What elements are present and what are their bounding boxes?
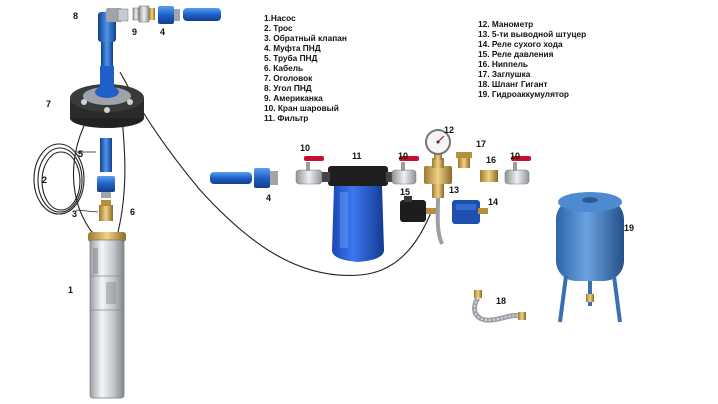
callout-2: 2 [42,175,48,185]
pressure-gauge [425,129,451,160]
legend-item: 11. Фильтр [264,113,309,123]
callout-18: 18 [496,296,507,306]
well-head [70,66,144,128]
legend-item: 10. Кран шаровый [264,103,339,113]
callout-15: 15 [400,187,411,197]
callout-5: 5 [78,149,84,159]
legend-item: 15. Реле давления [478,49,554,59]
callout-19: 19 [624,223,635,233]
mid-pnd-pipe [100,138,112,172]
top-short-pipe [101,42,113,66]
callout-11: 11 [352,151,362,161]
legend-right: 12. Манометр 13. 5-ти выводной штуцер 14… [478,19,586,99]
legend-item: 13. 5-ти выводной штуцер [478,29,587,39]
legend-item: 5. Труба ПНД [264,53,318,63]
callout-6: 6 [130,207,136,217]
legend-item: 8. Угол ПНД [264,83,312,93]
legend-item: 16. Ниппель [478,59,528,69]
legend-item: 17. Заглушка [478,69,531,79]
top-angle-fitting [98,8,129,42]
callout-10-c: 10 [510,151,521,161]
five-way-fitting [424,158,452,198]
legend-item: 12. Манометр [478,19,534,29]
callout-8: 8 [73,11,79,21]
ball-valve-3 [504,156,531,185]
nipple-fitting [480,170,498,182]
ball-valve-2 [391,156,419,185]
callout-3: 3 [72,209,78,219]
water-filter [322,166,394,262]
callout-12: 12 [444,125,455,135]
check-valve [99,200,113,221]
hydro-accumulator [556,192,624,323]
legend-item: 14. Реле сухого хода [478,39,563,49]
legend-item: 18. Шланг Гигант [478,79,548,89]
legend-item: 6. Кабель [264,63,304,73]
callout-4-top: 4 [160,27,166,37]
callout-17: 17 [476,139,487,149]
right-pnd-coupling [254,168,278,188]
legend-left: 1.Насос 2. Трос 3. Обратный клапан 4. Му… [264,13,347,123]
flex-hose [435,197,444,245]
legend-item: 19. Гидроаккумулятор [478,89,569,99]
plug-fitting [456,152,472,168]
pump-cable [117,117,126,233]
submersible-pump [88,232,126,399]
callout-10-a: 10 [300,143,311,153]
legend-item: 2. Трос [264,23,293,33]
flex-hose-gigant [472,290,526,323]
mid-pnd-coupling [97,176,115,198]
callout-leaders [75,151,99,213]
main-cable [119,71,433,277]
callout-9: 9 [132,27,138,37]
pressure-switch [400,196,436,222]
legend-item: 4. Муфта ПНД [264,43,321,53]
callout-7: 7 [46,99,52,109]
callout-4-right: 4 [266,193,272,203]
callout-16: 16 [486,155,497,165]
rope-line [72,117,96,237]
dry-run-relay [452,200,488,224]
top-union-fitting [132,5,155,23]
callout-14: 14 [488,197,499,207]
legend-item: 7. Оголовок [264,73,313,83]
top-pnd-coupling [158,6,180,24]
callout-13: 13 [449,185,460,195]
top-pnd-pipe [183,8,221,21]
rope-coil [37,147,83,213]
legend-item: 3. Обратный клапан [264,33,347,43]
callout-10-b: 10 [398,151,409,161]
callout-1: 1 [68,285,74,295]
legend-item: 1.Насос [264,13,296,23]
cable-lines [33,71,433,277]
right-pnd-pipe [210,172,252,184]
ball-valve-1 [295,156,324,185]
legend-item: 9. Американка [264,93,323,103]
